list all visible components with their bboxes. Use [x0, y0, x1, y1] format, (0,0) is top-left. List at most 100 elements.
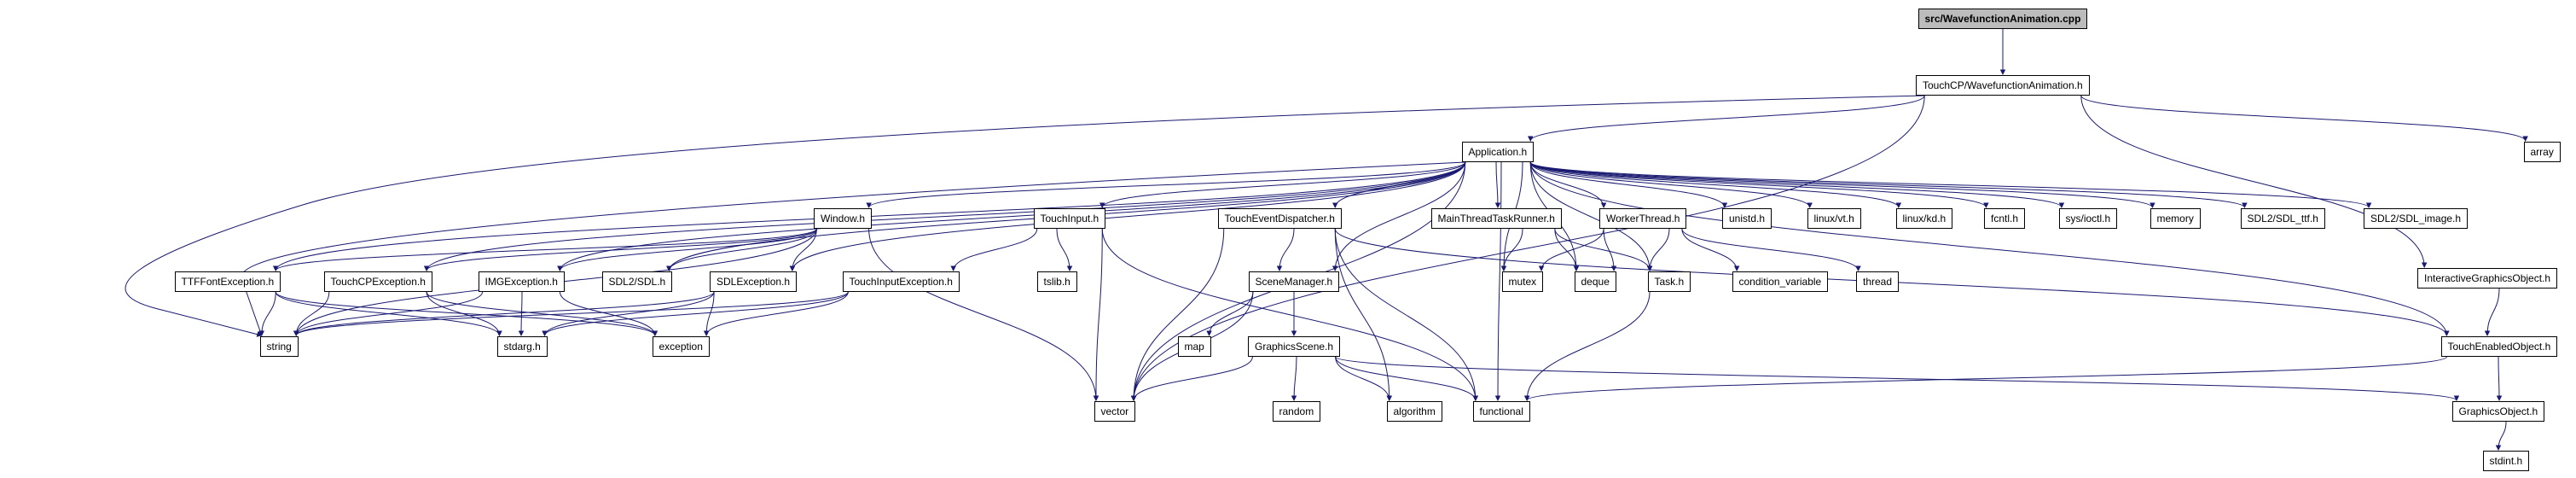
graph-node-stdint[interactable]: stdint.h: [2482, 451, 2530, 471]
graph-edge-window-imgexc: [557, 228, 817, 271]
graph-edge-app-sdlimage: [1529, 161, 2372, 208]
graph-edge-app-sysioctl: [1529, 161, 2065, 208]
graph-node-exception[interactable]: exception: [652, 336, 710, 357]
graph-node-igo[interactable]: InteractiveGraphicsObject.h: [2417, 268, 2558, 289]
graph-edge-worker-thread: [1681, 228, 1861, 271]
graph-edge-ttfexc-exception: [275, 291, 659, 336]
graph-node-wfa_h[interactable]: TouchCP/WavefunctionAnimation.h: [1916, 75, 2090, 96]
graph-node-tslib[interactable]: tslib.h: [1036, 271, 1077, 292]
graph-node-worker[interactable]: WorkerThread.h: [1599, 208, 1687, 229]
graph-node-deque[interactable]: deque: [1574, 271, 1616, 292]
graph-edge-app-scenemgr: [1332, 161, 1466, 271]
graph-node-gscene[interactable]: GraphicsScene.h: [1248, 336, 1341, 357]
graph-edge-sdlexc-string: [293, 291, 715, 336]
graph-node-thread[interactable]: thread: [1856, 271, 1900, 292]
graph-edge-app-window: [866, 161, 1466, 208]
graph-edge-mttr-mutex: [1500, 228, 1523, 271]
graph-edge-touchinput-vector: [1093, 228, 1103, 401]
graph-edge-touchinput-tiexc: [950, 228, 1038, 271]
graph-edge-teo-functional: [1524, 356, 2447, 401]
graph-edge-tiexc-string: [293, 291, 849, 336]
graph-edge-app-memory: [1529, 161, 2155, 208]
graph-node-sdlttf[interactable]: SDL2/SDL_ttf.h: [2240, 208, 2325, 229]
graph-node-cpexc[interactable]: TouchCPException.h: [323, 271, 432, 292]
graph-node-unistd[interactable]: unistd.h: [1722, 208, 1772, 229]
graph-edge-igo-teo: [2484, 288, 2500, 336]
graph-edge-touchinput-functional: [1101, 228, 1479, 401]
graph-node-vector[interactable]: vector: [1094, 401, 1136, 422]
graph-node-tiexc[interactable]: TouchInputException.h: [842, 271, 960, 292]
graph-node-string[interactable]: string: [259, 336, 299, 357]
graph-edge-mttr-deque: [1554, 228, 1580, 271]
graph-node-app[interactable]: Application.h: [1461, 142, 1535, 162]
graph-node-ted[interactable]: TouchEventDispatcher.h: [1217, 208, 1342, 229]
graph-edge-worker-deque: [1603, 228, 1617, 271]
graph-edge-app-teo: [1529, 161, 2450, 336]
graph-edge-app-sdlttf: [1529, 161, 2248, 208]
graph-edge-touchinput-tslib: [1056, 228, 1073, 271]
graph-edge-ted-vector: [1130, 228, 1225, 401]
graph-node-map[interactable]: map: [1177, 336, 1211, 357]
graph-edge-imgexc-exception: [559, 291, 659, 336]
graph-edge-window-ttfexc: [273, 228, 817, 271]
graph-edge-gscene-vector: [1130, 356, 1253, 401]
graph-node-scenemgr[interactable]: SceneManager.h: [1248, 271, 1340, 292]
graph-edge-cpexc-string: [293, 291, 330, 336]
graph-edge-cpexc-exception: [426, 291, 659, 336]
graph-edge-gscene-algorithm: [1335, 356, 1392, 401]
graph-edge-gscene-functional: [1335, 356, 1479, 401]
graph-node-mutex[interactable]: mutex: [1501, 271, 1544, 292]
graph-edge-gscene-gobj: [1335, 356, 2459, 401]
graph-edge-app-task: [1529, 161, 1653, 271]
graph-edge-app-string: [241, 161, 1465, 336]
graph-edge-app-unistd: [1529, 161, 1728, 208]
graph-node-task[interactable]: Task.h: [1647, 271, 1691, 292]
graph-edge-task-functional: [1523, 291, 1651, 401]
graph-node-linuxvt[interactable]: linux/vt.h: [1807, 208, 1861, 229]
graph-edge-app-cpexc: [424, 161, 1466, 271]
graph-edge-ted-algorithm: [1334, 228, 1392, 401]
graph-node-functional[interactable]: functional: [1472, 401, 1530, 422]
graph-node-algorithm[interactable]: algorithm: [1386, 401, 1442, 422]
graph-edge-window-vector: [868, 228, 1099, 401]
graph-node-array[interactable]: array: [2523, 142, 2561, 162]
graph-node-gobj[interactable]: GraphicsObject.h: [2451, 401, 2545, 422]
graph-edge-imgexc-string: [293, 291, 484, 336]
graph-edge-window-sdlexc: [789, 228, 817, 271]
graph-node-touchinput[interactable]: TouchInput.h: [1033, 208, 1106, 229]
graph-edge-app-worker: [1529, 161, 1607, 208]
graph-node-condvar[interactable]: condition_variable: [1732, 271, 1829, 292]
graph-node-mttr[interactable]: MainThreadTaskRunner.h: [1430, 208, 1562, 229]
graph-node-cpp: src/WavefunctionAnimation.cpp: [1917, 9, 2088, 29]
graph-node-stdarg[interactable]: stdarg.h: [496, 336, 548, 357]
graph-node-sysioctl[interactable]: sys/ioctl.h: [2058, 208, 2118, 229]
graph-edge-app-linuxkd: [1529, 161, 1902, 208]
graph-node-ttfexc[interactable]: TTFFontException.h: [174, 271, 281, 292]
graph-edge-window-sdl: [666, 228, 817, 271]
graph-edge-app-mttr: [1494, 161, 1501, 208]
graph-edge-app-functional: [1494, 161, 1502, 401]
graph-node-sdl[interactable]: SDL2/SDL.h: [601, 271, 673, 292]
graph-edge-tiexc-stdarg: [542, 291, 849, 336]
graph-edge-window-cpexc: [424, 228, 817, 271]
graph-node-sdlexc[interactable]: SDLException.h: [710, 271, 798, 292]
graph-edge-imgexc-stdarg: [518, 291, 525, 336]
graph-node-teo[interactable]: TouchEnabledObject.h: [2440, 336, 2558, 357]
graph-node-fcntl[interactable]: fcntl.h: [1984, 208, 2026, 229]
graph-edge-ted-scenemgr: [1276, 228, 1295, 271]
graph-edge-sdlexc-stdarg: [542, 291, 715, 336]
graph-node-linuxkd[interactable]: linux/kd.h: [1895, 208, 1953, 229]
graph-node-imgexc[interactable]: IMGException.h: [478, 271, 565, 292]
graph-edge-app-fcntl: [1529, 161, 1989, 208]
graph-node-random[interactable]: random: [1272, 401, 1321, 422]
graph-edge-app-sdlexc: [789, 161, 1466, 271]
graph-edge-sdlexc-exception: [703, 291, 715, 336]
graph-node-memory[interactable]: memory: [2150, 208, 2201, 229]
graph-edge-gscene-random: [1291, 356, 1297, 401]
graph-edge-app-linuxvt: [1529, 161, 1813, 208]
graph-edge-tiexc-exception: [703, 291, 849, 336]
graph-node-sdlimage[interactable]: SDL2/SDL_image.h: [2364, 208, 2469, 229]
graph-node-window[interactable]: Window.h: [814, 208, 873, 229]
graph-edge-mttr-task: [1554, 228, 1653, 271]
